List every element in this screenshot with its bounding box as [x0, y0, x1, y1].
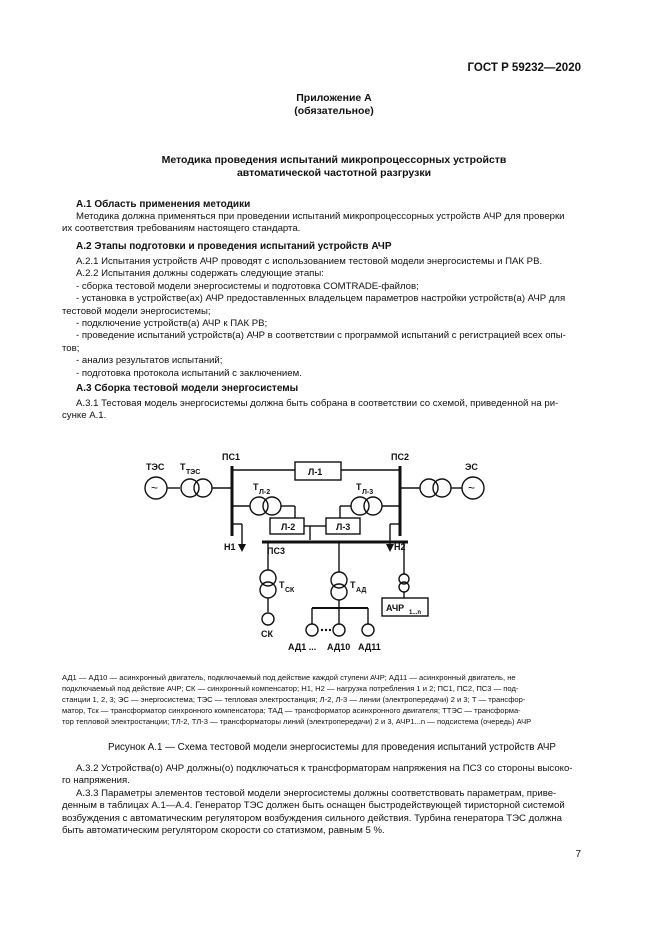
figure-legend: АД1 — АД10 — асинхронный двигатель, подк…	[62, 672, 584, 727]
text-line: денным в таблицах А.1—А.4. Генератор ТЭС…	[62, 800, 565, 812]
section-a1-text: Методика должна применяться при проведен…	[62, 211, 582, 236]
section-a2-text: А.2.1 Испытания устройств АЧР проводят с…	[62, 256, 582, 380]
section-a2-heading: А.2 Этапы подготовки и проведения испыта…	[76, 241, 392, 252]
appendix-status: (обязательное)	[294, 105, 374, 117]
line-l1-box	[294, 461, 342, 481]
t-sk-sub: СК	[285, 587, 295, 594]
tes-generator-tilde: ~	[151, 481, 158, 495]
method-title: Методика проведения испытаний микропроце…	[60, 154, 608, 180]
text-line: А.3.1 Тестовая модель энергосистемы долж…	[76, 398, 559, 409]
text-line: А.2.1 Испытания устройств АЧР проводят с…	[76, 256, 543, 267]
t-ad-label: Т	[350, 580, 356, 590]
ps3-label: ПС3	[267, 546, 285, 556]
transformer-symbol	[363, 496, 383, 516]
transformer-symbol	[330, 571, 348, 589]
figure-caption: Рисунок А.1 — Схема тестовой модели энер…	[108, 742, 556, 753]
text-line: тестовой модели энергосистемы;	[62, 305, 211, 317]
list-item: - анализ результатов испытаний;	[76, 355, 223, 367]
text-line: А.3.2 Устройства(о) АЧР должны(о) подклю…	[76, 763, 573, 774]
t-l2-sub: Л-2	[259, 489, 270, 496]
list-item: - проведение испытаний устройств(а) АЧР …	[76, 330, 566, 342]
n1-label: Н1	[224, 542, 236, 552]
text-line: их соответствия требованиям настоящего с…	[62, 223, 301, 235]
sk-symbol	[261, 612, 275, 626]
n2-label: Н2	[394, 542, 406, 552]
achr-sub: 1...n	[409, 610, 421, 616]
section-a3-3-text: А.3.3 Параметры элементов тестовой модел…	[62, 788, 582, 838]
transformer-symbol	[259, 569, 277, 587]
t-sk-label: Т	[279, 580, 285, 590]
motor-symbol	[332, 623, 346, 637]
text-line: А.2.2 Испытания должны содержать следующ…	[76, 268, 324, 280]
es-source-tilde: ~	[468, 481, 475, 495]
t-tes-sub: ТЭС	[186, 469, 200, 476]
appendix-title: Приложение А	[296, 92, 372, 104]
text-line: возбуждения с автоматическим регулятором…	[62, 812, 562, 824]
l1-label: Л-1	[308, 467, 322, 477]
legend-line: матор, Тск — трансформатор синхронного к…	[62, 706, 521, 715]
achr-label: АЧР	[386, 603, 404, 613]
list-item: - установка в устройстве(ах) АЧР предост…	[76, 293, 566, 305]
text-line: тов;	[62, 342, 80, 354]
sk-label: СК	[261, 629, 273, 639]
text-line: быть автоматическим регулятором скорости…	[62, 825, 385, 837]
text-line: го напряжения.	[62, 775, 130, 787]
legend-line: тор тепловой электростанции; ТЛ-2, ТЛ-3 …	[62, 717, 532, 726]
motor-symbol	[361, 623, 375, 637]
es-label: ЭС	[465, 462, 478, 472]
t-ad-sub: АД	[356, 587, 366, 594]
list-item: - подготовка протокола испытаний с заклю…	[76, 367, 302, 379]
list-item: - подключение устройств(а) АЧР к ПАК РВ;	[76, 318, 268, 330]
l3-label: Л-3	[336, 522, 350, 532]
load-arrow-h2	[386, 544, 394, 552]
ad10-label: АД10	[327, 642, 350, 652]
legend-line: станции 1, 2, 3; ЭС — энергосистема; ТЭС…	[62, 695, 526, 704]
es-source-symbol	[461, 476, 485, 500]
appendix-heading: Приложение А (обязательное)	[60, 92, 608, 118]
achr-box	[381, 597, 429, 617]
voltage-transformer-symbol	[398, 573, 410, 585]
ps1-label: ПС1	[222, 452, 240, 462]
page-number: 7	[575, 849, 581, 860]
ps2-label: ПС2	[391, 452, 409, 462]
legend-line: АД1 — АД10 — асинхронный двигатель, подк…	[62, 673, 516, 682]
document-number: ГОСТ Р 59232—2020	[467, 62, 581, 74]
text-line: сунке А.1.	[62, 410, 107, 422]
t-l3-label: Т	[356, 482, 362, 492]
t-tes-label: Т	[180, 462, 186, 472]
method-title-line2: автоматической частотной разгрузки	[236, 167, 432, 179]
list-item: - сборка тестовой модели энергосистемы и…	[76, 280, 419, 292]
transformer-symbol	[419, 478, 439, 498]
section-a3-2-text: А.3.2 Устройства(о) АЧР должны(о) подклю…	[62, 763, 582, 788]
section-a3-heading: А.3 Сборка тестовой модели энергосистемы	[76, 383, 299, 394]
method-title-line1: Методика проведения испытаний микропроце…	[161, 154, 507, 166]
l2-label: Л-2	[281, 522, 295, 532]
transformer-symbol	[180, 478, 200, 498]
transformer-symbol	[249, 496, 269, 516]
t-l2-label: Т	[253, 482, 259, 492]
ad1-label: АД1 ...	[288, 642, 316, 652]
text-line: А.3.3 Параметры элементов тестовой модел…	[76, 788, 557, 799]
ad11-label: АД11	[358, 642, 381, 652]
load-arrow-h1	[238, 544, 246, 552]
power-system-diagram: ТЭС Т ТЭС ПС1 ПС2 Л-1 Л-2 Л-3 ЭС Т Л-2 Т…	[144, 452, 485, 652]
section-a1-heading: А.1 Область применения методики	[76, 199, 251, 210]
tes-label: ТЭС	[146, 462, 165, 472]
legend-line: подключаемый под действие АЧР; СК — синх…	[62, 684, 519, 693]
t-l3-sub: Л-3	[362, 489, 373, 496]
text-line: Методика должна применяться при проведен…	[76, 211, 565, 222]
motor-symbol	[305, 623, 319, 637]
section-a3-text: А.3.1 Тестовая модель энергосистемы долж…	[62, 398, 582, 423]
